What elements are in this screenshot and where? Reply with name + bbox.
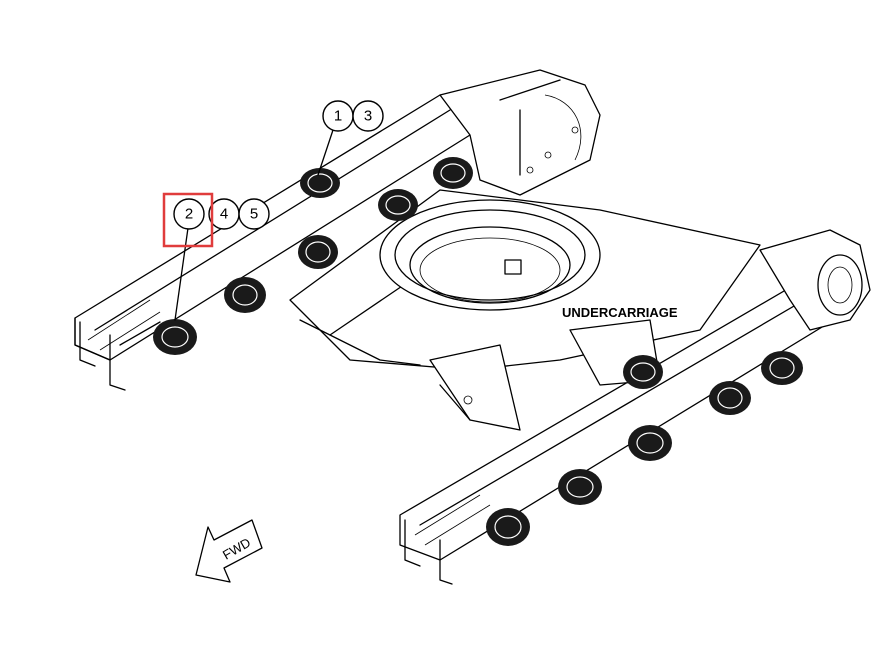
roller xyxy=(298,235,338,269)
left-idler-housing xyxy=(439,69,601,196)
roller xyxy=(623,355,663,389)
roller xyxy=(378,189,418,221)
track-rollers xyxy=(153,157,803,546)
roller xyxy=(433,157,473,189)
callout-2: 2 xyxy=(173,198,205,230)
callout-2-highlight xyxy=(162,192,214,248)
svg-text:2: 2 xyxy=(185,206,193,223)
svg-text:5: 5 xyxy=(250,206,258,223)
leader-lines xyxy=(174,129,334,321)
callout-3: 3 xyxy=(352,100,384,132)
callout-5: 5 xyxy=(238,198,270,230)
svg-text:4: 4 xyxy=(220,206,228,223)
fwd-arrow: FWD xyxy=(195,519,263,583)
callout-4: 4 xyxy=(208,198,240,230)
roller xyxy=(628,425,672,461)
svg-text:3: 3 xyxy=(364,108,372,125)
roller xyxy=(761,351,803,385)
right-idler-housing xyxy=(759,229,871,331)
roller xyxy=(224,277,266,313)
callout-1: 1 xyxy=(322,100,354,132)
roller xyxy=(486,508,530,546)
roller xyxy=(558,469,602,505)
svg-text:1: 1 xyxy=(334,108,342,125)
swing-bearing-ring xyxy=(379,199,601,311)
roller xyxy=(153,319,197,355)
undercarriage-label: UNDERCARRIAGE xyxy=(562,305,678,320)
roller xyxy=(300,168,340,198)
roller xyxy=(709,381,751,415)
